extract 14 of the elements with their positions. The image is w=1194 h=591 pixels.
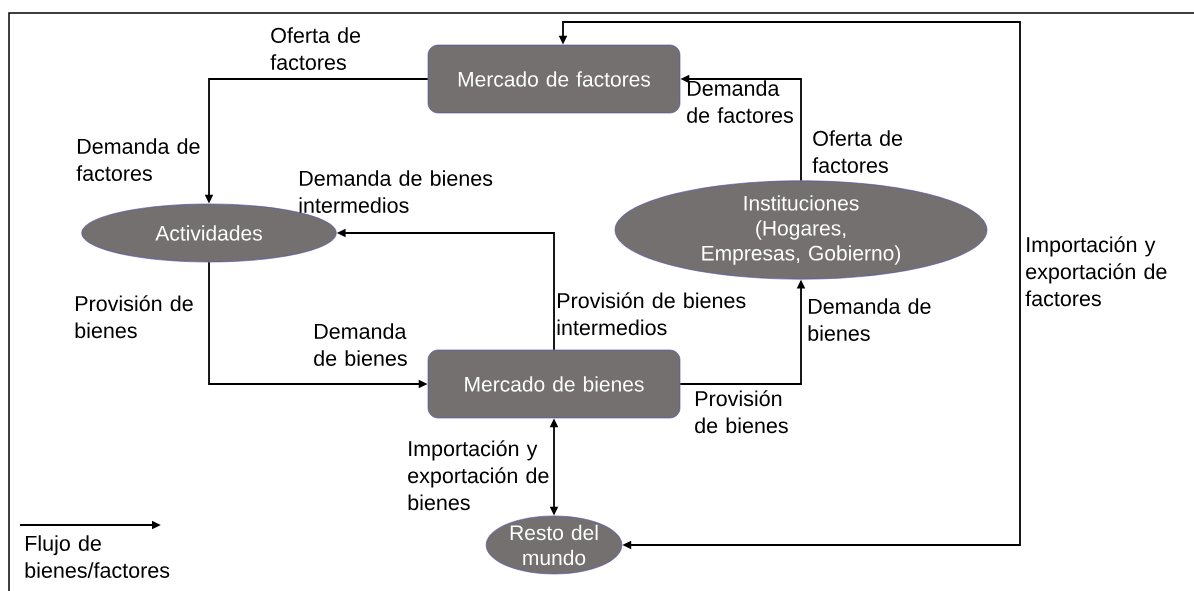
flow-label: Provisión de bienes intermedios (557, 292, 746, 336)
edge-label: Provisión de bienes (75, 295, 193, 339)
legend-text: Flujo de bienes/factores (25, 535, 170, 578)
market-box: Mercado de bienes (427, 349, 681, 419)
edge-label: Demanda de bienes (808, 298, 931, 341)
edge-label: Demanda de factores (687, 80, 793, 123)
edge-label: Oferta de factores (270, 27, 361, 70)
edge-label: Importación y exportación de bienes (408, 440, 549, 511)
market-box: Mercado de factores (427, 44, 681, 114)
flow-label: Demanda de bienes (314, 323, 407, 366)
edge-label: Importación y exportación de factores (1025, 236, 1167, 307)
flow-label: Provisión de bienes (695, 390, 788, 434)
flow-label: Oferta de factores (812, 130, 903, 173)
flow-label: Demanda de factores (76, 138, 200, 181)
